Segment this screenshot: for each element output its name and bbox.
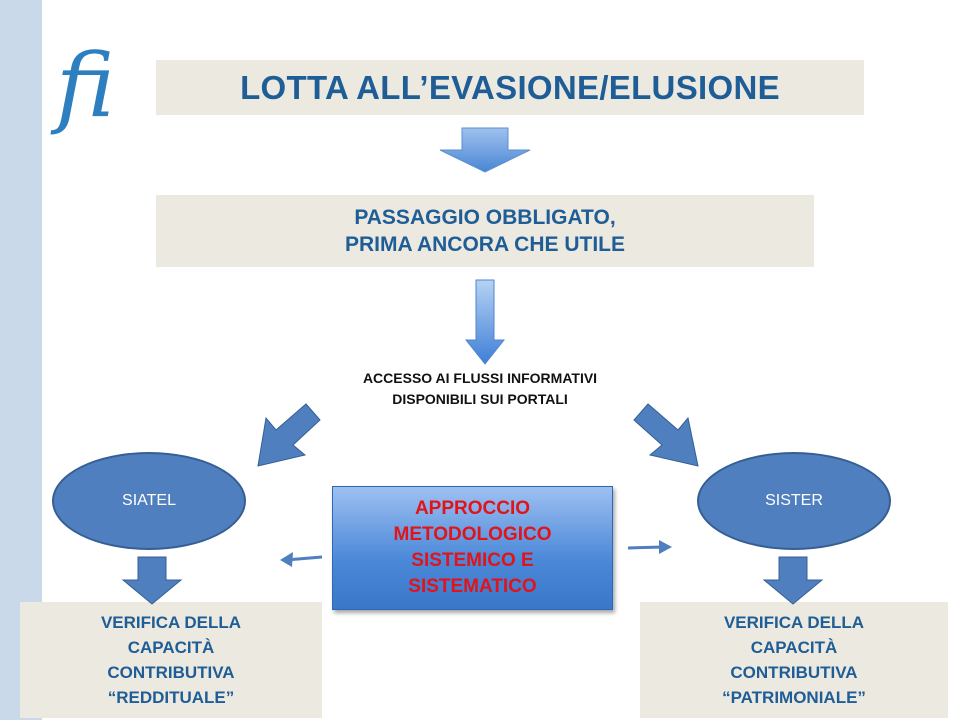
approccio-line-3: SISTEMICO E xyxy=(411,550,534,571)
verifica-reddituale-box: VERIFICA DELLA CAPACITÀ CONTRIBUTIVA “RE… xyxy=(20,602,322,718)
main-title: LOTTA ALL’EVASIONE/ELUSIONE xyxy=(240,68,780,106)
approccio-line-1: APPROCCIO xyxy=(414,498,531,519)
verifica-right-line-2: CAPACITÀ xyxy=(750,638,838,657)
arrow-to-siatel xyxy=(257,403,321,467)
verifica-left-line-4: “REDDITUALE” xyxy=(107,688,235,707)
fi-logo: fi xyxy=(56,34,115,137)
accesso-text: ACCESSO AI FLUSSI INFORMATIVI DISPONIBIL… xyxy=(250,368,710,410)
sister-ellipse: SISTER xyxy=(697,452,891,550)
approccio-line-2: METODOLOGICO xyxy=(393,524,552,545)
thin-arrow-left xyxy=(280,552,323,567)
passaggio-line-2: PRIMA ANCORA CHE UTILE xyxy=(345,233,625,256)
thin-arrow-right xyxy=(627,540,672,554)
arrow-down-sister xyxy=(762,556,824,605)
verifica-left-line-2: CAPACITÀ xyxy=(127,638,215,657)
verifica-patrimoniale-box: VERIFICA DELLA CAPACITÀ CONTRIBUTIVA “PA… xyxy=(640,602,948,718)
sister-label: SISTER xyxy=(765,492,823,509)
passaggio-box: PASSAGGIO OBBLIGATO, PRIMA ANCORA CHE UT… xyxy=(156,195,814,267)
verifica-right-line-4: “PATRIMONIALE” xyxy=(722,688,866,707)
verifica-left-line-3: CONTRIBUTIVA xyxy=(107,663,235,682)
approccio-box: APPROCCIO METODOLOGICO SISTEMICO E SISTE… xyxy=(332,486,613,610)
accesso-line-1: ACCESSO AI FLUSSI INFORMATIVI xyxy=(362,370,598,386)
passaggio-line-1: PASSAGGIO OBBLIGATO, xyxy=(354,206,616,229)
verifica-right-line-3: CONTRIBUTIVA xyxy=(730,663,858,682)
verifica-left-line-1: VERIFICA DELLA xyxy=(100,613,242,632)
left-sidebar-band xyxy=(0,0,42,720)
siatel-ellipse: SIATEL xyxy=(52,452,246,550)
arrow-down-siatel xyxy=(121,556,183,605)
verifica-right-line-1: VERIFICA DELLA xyxy=(723,613,865,632)
accesso-line-2: DISPONIBILI SUI PORTALI xyxy=(392,391,568,407)
arrow-down-2 xyxy=(464,279,506,365)
approccio-line-4: SISTEMATICO xyxy=(408,576,537,597)
siatel-label: SIATEL xyxy=(122,492,176,509)
arrow-to-sister xyxy=(633,403,699,467)
arrow-down-1 xyxy=(439,127,531,173)
main-title-box: LOTTA ALL’EVASIONE/ELUSIONE xyxy=(156,60,864,115)
